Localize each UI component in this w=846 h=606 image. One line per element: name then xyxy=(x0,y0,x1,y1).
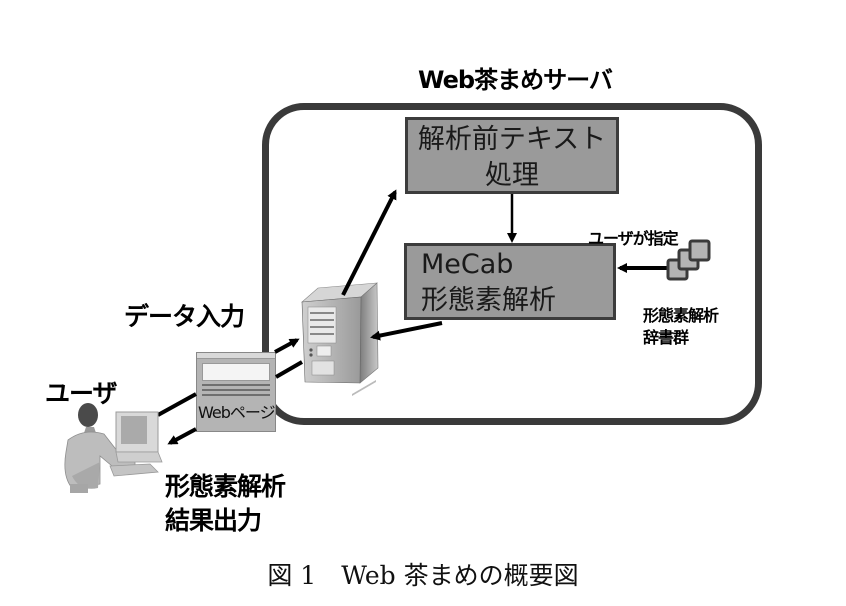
arrow-user-to-webpage xyxy=(157,392,197,417)
server-title: Web茶まめサーバ xyxy=(418,66,613,94)
dictionary-label-line2: 辞書群 xyxy=(643,328,689,347)
data-input-label: データ入力 xyxy=(124,302,245,331)
server-frame xyxy=(262,103,762,425)
dictionary-label-line1: 形態素解析 xyxy=(643,306,719,325)
web-page-text-line xyxy=(202,384,270,386)
web-page-text-line xyxy=(202,394,270,396)
mecab-line2: 形態素解析 xyxy=(421,285,556,316)
pre-processing-line1: 解析前テキスト xyxy=(417,124,607,155)
user-label: ユーザ xyxy=(45,379,118,408)
mecab-line1: MeCab xyxy=(421,249,514,280)
dictionary-label: 形態素解析 辞書群 xyxy=(643,305,719,349)
pre-processing-line2: 処理 xyxy=(485,160,539,191)
arrow-server-to-webpage xyxy=(275,360,303,379)
result-output-line1: 形態素解析 xyxy=(165,472,286,501)
figure-caption: 図 1 Web 茶まめの概要図 xyxy=(267,561,579,590)
user-specified-label: ユーザが指定 xyxy=(588,229,679,248)
server-tower-icon xyxy=(301,282,379,396)
web-page-titlebar xyxy=(197,353,275,359)
webpage-label: Webページ xyxy=(198,403,276,422)
mecab-box: MeCab 形態素解析 xyxy=(404,243,616,320)
arrow-mecab-to-server xyxy=(370,321,443,341)
web-page-textarea xyxy=(202,363,270,381)
result-output-line2: 結果出力 xyxy=(165,506,262,535)
web-page-text-line xyxy=(202,389,270,391)
web-page-window-icon xyxy=(196,352,276,432)
user-at-computer-icon xyxy=(64,403,163,493)
arrow-webpage-to-user xyxy=(167,427,197,445)
dictionary-stack-icon xyxy=(666,239,711,281)
result-output-label: 形態素解析 結果出力 xyxy=(165,470,286,538)
arrow-server-to-preprocessing xyxy=(341,189,397,296)
pre-processing-box: 解析前テキスト 処理 xyxy=(405,117,619,194)
arrow-webpage-to-server xyxy=(274,338,300,354)
